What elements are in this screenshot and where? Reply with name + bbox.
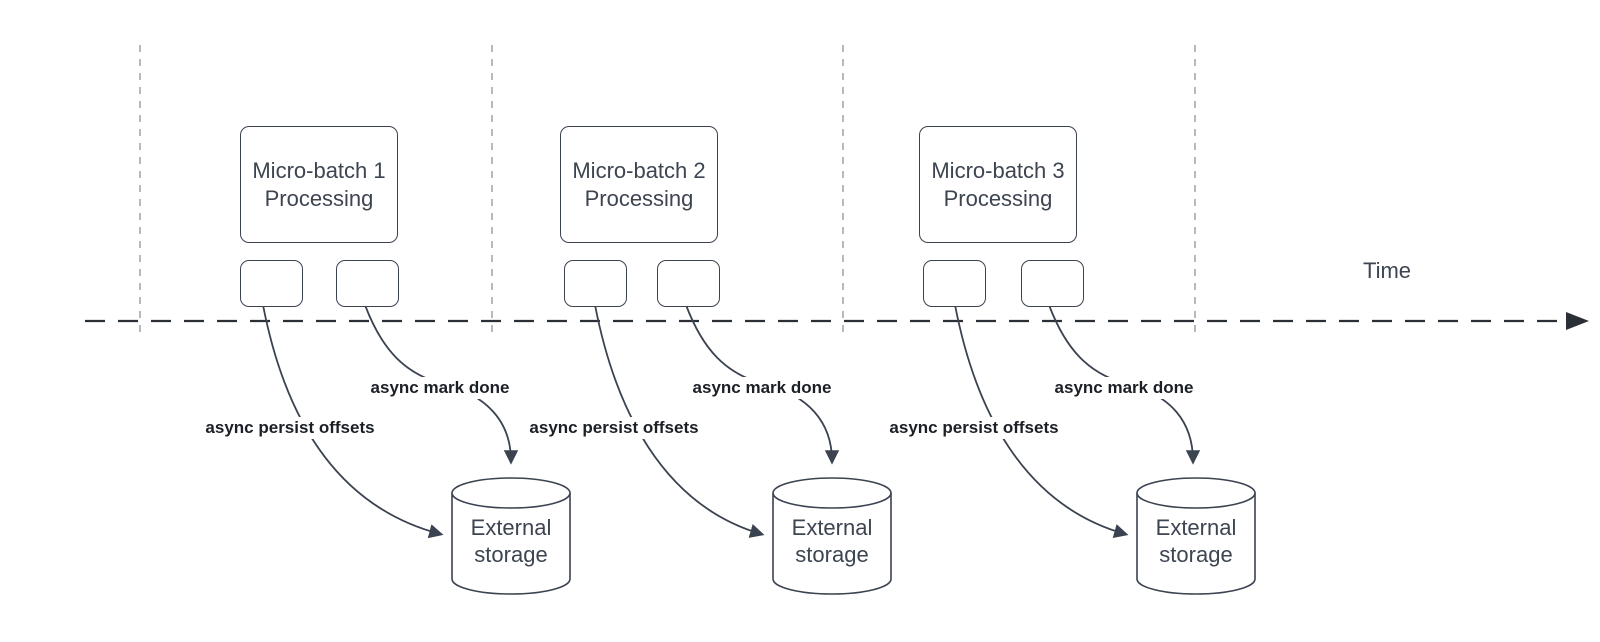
done-task-box-2: [657, 260, 720, 307]
persist-offsets-arrow-1: [262, 304, 444, 539]
persist-offsets-arrow-2: [594, 304, 765, 538]
done-task-box-1: [336, 260, 399, 307]
time-axis-label: Time: [1362, 258, 1412, 283]
process-box-microbatch-2: Micro-batch 2 Processing: [560, 126, 718, 243]
offset-task-box-2: [564, 260, 627, 307]
process-box-microbatch-3: Micro-batch 3 Processing: [919, 126, 1077, 243]
offset-task-box-1: [240, 260, 303, 307]
process-box-label: Micro-batch 3 Processing: [931, 158, 1065, 211]
storage-cylinder-3: [1136, 477, 1256, 595]
offset-task-box-3: [923, 260, 986, 307]
storage-label-3: External storage: [1155, 514, 1237, 567]
persist-offsets-label-3: async persist offsets: [885, 417, 1063, 439]
mark-done-label-1: async mark done: [366, 377, 514, 399]
time-axis-arrowhead-icon: [1566, 312, 1589, 330]
process-box-label: Micro-batch 1 Processing: [252, 158, 386, 211]
mark-done-label-3: async mark done: [1050, 377, 1198, 399]
storage-cylinder-2: [772, 477, 892, 595]
process-box-microbatch-1: Micro-batch 1 Processing: [240, 126, 398, 243]
mark-done-label-2: async mark done: [688, 377, 836, 399]
persist-offsets-arrow-3: [954, 304, 1129, 538]
storage-label-2: External storage: [791, 514, 873, 567]
storage-cylinder-1: [451, 477, 571, 595]
done-task-box-3: [1021, 260, 1084, 307]
storage-label-1: External storage: [470, 514, 552, 567]
persist-offsets-label-1: async persist offsets: [201, 417, 379, 439]
process-box-label: Micro-batch 2 Processing: [572, 158, 706, 211]
persist-offsets-label-2: async persist offsets: [525, 417, 703, 439]
